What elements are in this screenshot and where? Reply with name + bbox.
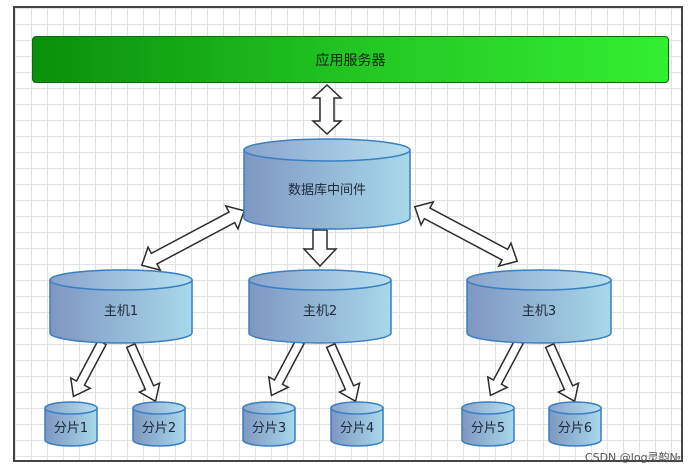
double-arrow-app-middleware (311, 83, 343, 136)
shard-node-3: 分片3 (242, 401, 296, 447)
double-arrow-middleware-host1 (140, 204, 246, 272)
arrow-middleware-host2 (302, 229, 338, 268)
shard-label: 分片3 (252, 421, 286, 436)
diagram-canvas (13, 6, 683, 462)
middleware-label: 数据库中间件 (288, 182, 366, 198)
shard-label: 分片2 (142, 421, 176, 436)
shard-node-6: 分片6 (548, 401, 602, 447)
host-node-2: 主机2 (248, 269, 392, 344)
arrow-host3-shard6 (544, 342, 580, 403)
app-server-node: 应用服务器 (32, 36, 669, 83)
arrow-host2-shard4 (325, 342, 361, 403)
double-arrow-middleware-host3 (413, 200, 519, 268)
host-node-1: 主机1 (49, 269, 193, 344)
host-label: 主机1 (104, 304, 138, 319)
app-server-label: 应用服务器 (315, 52, 386, 69)
host-label: 主机3 (522, 304, 556, 319)
arrow-host1-shard2 (125, 342, 161, 403)
watermark: CSDN @log灵韵№ (584, 451, 681, 464)
shard-node-5: 分片5 (461, 401, 515, 447)
shard-label: 分片5 (471, 421, 505, 436)
host-label: 主机2 (303, 304, 337, 319)
host-node-3: 主机3 (466, 269, 612, 344)
middleware-node: 数据库中间件 (243, 138, 411, 230)
arrow-host3-shard5 (486, 338, 525, 397)
shard-label: 分片1 (54, 421, 88, 436)
shard-node-4: 分片4 (330, 401, 384, 447)
shard-node-2: 分片2 (132, 401, 186, 447)
arrow-host2-shard3 (267, 338, 306, 397)
shard-node-1: 分片1 (44, 401, 98, 447)
shard-label: 分片4 (340, 421, 374, 436)
shard-label: 分片6 (558, 421, 592, 436)
arrow-host1-shard1 (69, 339, 108, 398)
